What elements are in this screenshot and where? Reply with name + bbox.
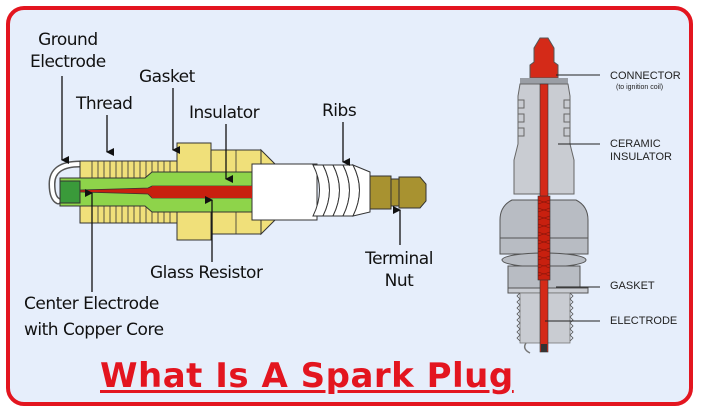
label-insulator: Insulator <box>189 103 260 123</box>
label-ground-electrode: Ground Electrode <box>30 29 106 73</box>
label-terminal-line1: Terminal <box>365 249 433 269</box>
label-ground-line1: Ground <box>38 30 98 50</box>
horizontal-spark-plug <box>48 142 427 241</box>
label-ceramic-insulator: CERAMIC INSULATOR <box>610 138 672 164</box>
label-terminal-nut: Terminal Nut <box>354 248 444 292</box>
terminal-nut <box>369 175 427 210</box>
label-thread: Thread <box>76 94 133 114</box>
label-connector: CONNECTOR (to ignition coil) <box>610 70 681 92</box>
label-ceramic-line1: CERAMIC <box>610 138 661 150</box>
label-terminal-line2: Nut <box>384 271 414 291</box>
label-electrode-right: ELECTRODE <box>610 315 678 327</box>
label-glass-resistor: Glass Resistor <box>150 263 263 283</box>
connector <box>529 37 559 79</box>
right-leader-lines <box>545 74 600 322</box>
label-ceramic-line2: INSULATOR <box>610 151 672 163</box>
label-ground-line2: Electrode <box>30 52 106 72</box>
label-center-line1: Center Electrode <box>24 294 159 314</box>
vertical-spark-plug <box>499 37 589 354</box>
label-center-line2: with Copper Core <box>24 320 164 340</box>
label-ribs: Ribs <box>322 101 357 121</box>
glass-resistor <box>152 186 252 198</box>
left-leader-lines <box>61 76 401 292</box>
label-center-electrode: Center Electrode with Copper Core <box>24 291 164 343</box>
label-gasket-right: GASKET <box>610 280 655 292</box>
label-connector-text: CONNECTOR <box>610 70 681 82</box>
label-connector-note: (to ignition coil) <box>616 84 664 91</box>
ribs <box>312 164 371 217</box>
label-gasket: Gasket <box>139 67 195 87</box>
page-title: What Is A Spark Plug <box>100 356 514 396</box>
ceramic-body <box>251 163 318 221</box>
